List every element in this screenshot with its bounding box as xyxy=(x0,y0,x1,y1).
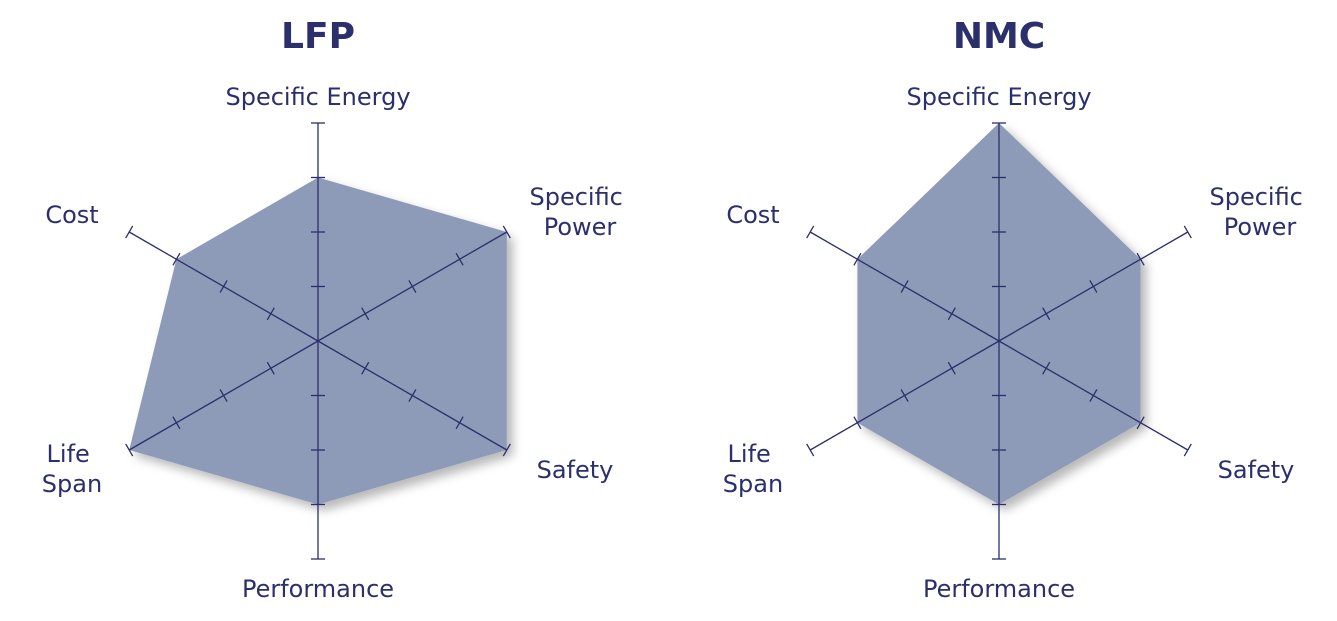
axis-tick xyxy=(853,252,862,266)
axis-tick xyxy=(1042,307,1051,321)
axis-tick xyxy=(219,280,228,293)
axis-tick xyxy=(125,443,134,457)
axis-label-line: Performance xyxy=(923,575,1075,603)
axis-tick xyxy=(266,361,275,375)
chart-nmc: NMC Specific Energy Specific Power Safet… xyxy=(723,16,1310,603)
axis-tick xyxy=(502,225,511,239)
axis-tick xyxy=(455,416,464,430)
axis-label-line: Span xyxy=(42,470,102,498)
axis-label-line: Span xyxy=(723,470,783,498)
axis-tick xyxy=(853,416,862,430)
axis-label-safety: Safety xyxy=(1218,456,1295,484)
axis-label-performance: Performance xyxy=(923,575,1075,603)
axis-label-line: Specific Energy xyxy=(906,83,1091,111)
axis-tick xyxy=(947,361,956,375)
chart-title: LFP xyxy=(281,16,355,57)
axis-tick xyxy=(455,252,464,266)
axis-label-line: Performance xyxy=(242,575,394,603)
axis-label-line: Cost xyxy=(726,201,779,229)
axis-label-line: Life xyxy=(728,440,771,468)
axis-label-line: Power xyxy=(1224,213,1297,241)
axes-group xyxy=(125,122,511,560)
axis-tick xyxy=(408,389,417,402)
axis-tick xyxy=(125,225,134,239)
chart-title: NMC xyxy=(953,16,1045,57)
axis-tick xyxy=(408,280,417,293)
axis-label-line: Specific Energy xyxy=(225,83,410,111)
axis-label-line: Specific xyxy=(529,183,622,211)
axis-label-life-span: Life Span xyxy=(42,440,102,498)
axis-tick xyxy=(361,307,370,321)
axis-tick xyxy=(1042,361,1051,375)
axis-tick xyxy=(1136,252,1145,266)
axis-label-specific-power: Specific Power xyxy=(529,183,630,241)
axis-tick xyxy=(172,252,181,266)
axis-tick xyxy=(1136,416,1145,430)
axis-tick xyxy=(1183,443,1192,457)
axis-label-life-span: Life Span xyxy=(723,440,783,498)
axis-label-line: Safety xyxy=(1218,456,1295,484)
axis-tick xyxy=(806,225,815,239)
axis-label-line: Life xyxy=(47,440,90,468)
axis-tick xyxy=(1089,389,1098,402)
axis-tick xyxy=(900,389,909,402)
axis-labels: Specific Energy Specific Power Safety Pe… xyxy=(723,83,1310,603)
axis-tick xyxy=(1183,225,1192,239)
chart-lfp: LFP Specific Energy Specific Power Safet… xyxy=(42,16,630,603)
axis-label-line: Specific xyxy=(1209,183,1302,211)
axis-label-line: Power xyxy=(544,213,617,241)
axis-tick xyxy=(502,443,511,457)
axis-tick xyxy=(806,443,815,457)
axis-label-cost: Cost xyxy=(726,201,779,229)
axis-label-specific-energy: Specific Energy xyxy=(225,83,410,111)
axis-label-cost: Cost xyxy=(45,201,98,229)
axis-label-safety: Safety xyxy=(537,456,614,484)
axis-tick xyxy=(947,307,956,321)
axis-tick xyxy=(172,416,181,430)
axis-label-performance: Performance xyxy=(242,575,394,603)
axis-label-specific-power: Specific Power xyxy=(1209,183,1310,241)
axis-tick xyxy=(900,280,909,293)
axis-tick xyxy=(266,307,275,321)
axis-tick xyxy=(361,361,370,375)
axis-tick xyxy=(1089,280,1098,293)
axis-label-specific-energy: Specific Energy xyxy=(906,83,1091,111)
axis-tick xyxy=(219,389,228,402)
axis-label-line: Cost xyxy=(45,201,98,229)
axis-label-line: Safety xyxy=(537,456,614,484)
axis-labels: Specific Energy Specific Power Safety Pe… xyxy=(42,83,630,603)
axes-group xyxy=(806,122,1192,560)
